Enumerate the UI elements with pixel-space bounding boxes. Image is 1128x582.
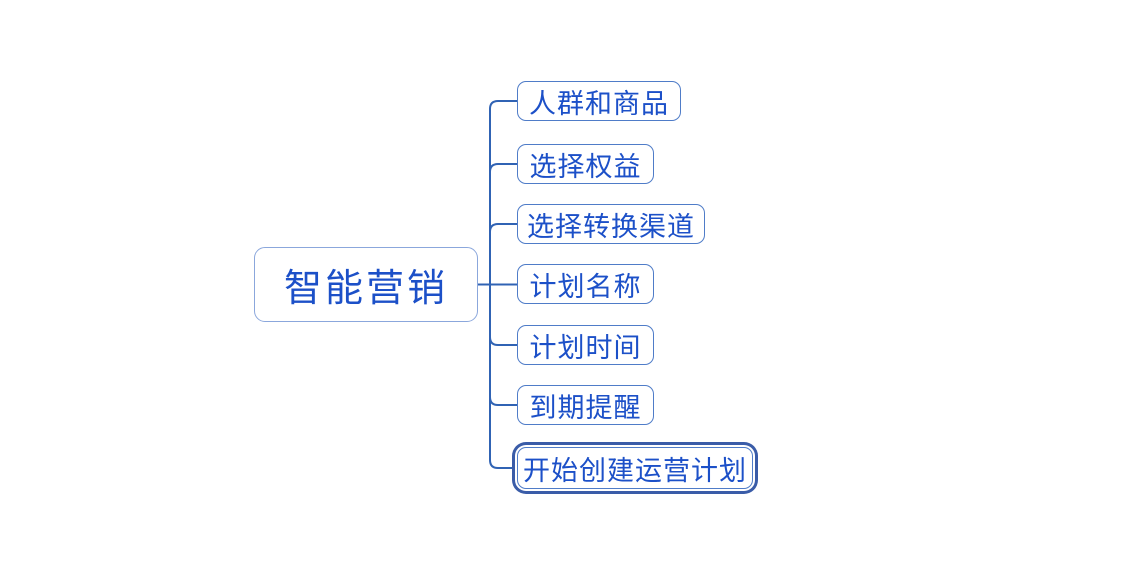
child-node-plan-time[interactable]: 计划时间 [517, 325, 654, 365]
child-node-audience-products[interactable]: 人群和商品 [517, 81, 681, 121]
child-node-select-benefits[interactable]: 选择权益 [517, 144, 654, 184]
connector-trunk [489, 100, 517, 469]
connector-branch-5 [489, 336, 517, 346]
child-node-start-create-operation-plan[interactable]: 开始创建运营计划 [517, 447, 753, 489]
connector-branch-3 [489, 223, 517, 233]
child-node-select-conversion-channel[interactable]: 选择转换渠道 [517, 204, 705, 244]
child-node-expiry-reminder[interactable]: 到期提醒 [517, 385, 654, 425]
connector-branch-2 [489, 163, 517, 173]
root-node-smart-marketing[interactable]: 智能营销 [254, 247, 478, 322]
connector-branch-6 [489, 396, 517, 406]
child-node-plan-name[interactable]: 计划名称 [517, 264, 654, 304]
